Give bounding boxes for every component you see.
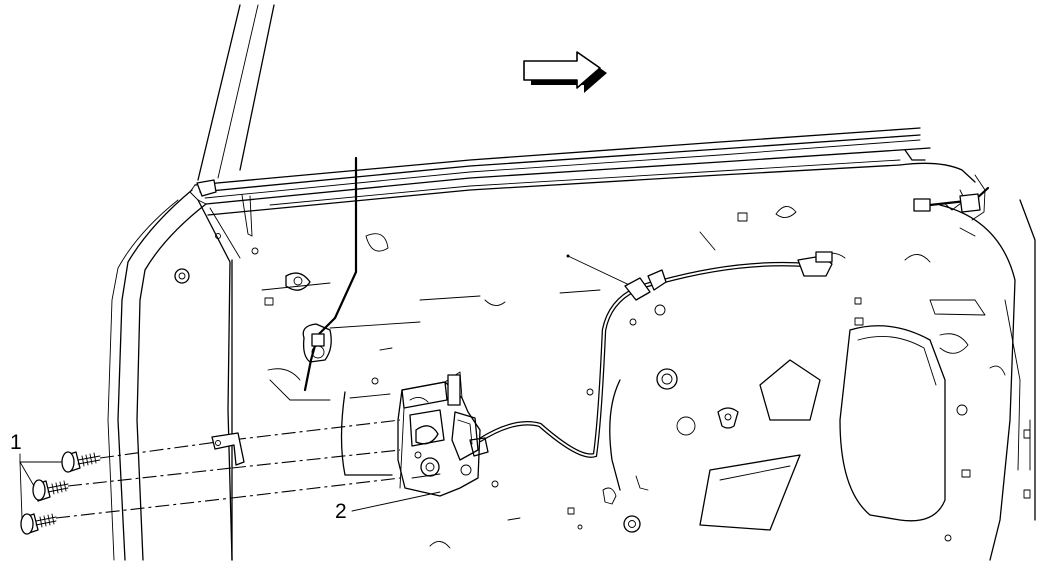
window-pillar	[197, 4, 275, 181]
callout-label-2: 2	[335, 500, 347, 523]
callout-1: 1	[10, 431, 63, 519]
bolt-top	[61, 451, 101, 473]
door-frame	[107, 189, 241, 561]
bolt-bottom	[20, 513, 57, 535]
belt-channel	[189, 127, 976, 237]
outside-handle-rod	[302, 156, 358, 392]
wiring-harness	[913, 174, 990, 221]
mounting-bracket	[211, 432, 245, 466]
inner-panel	[231, 199, 1036, 561]
callout-2: 2	[335, 491, 441, 523]
bolt-middle	[32, 479, 69, 502]
right-arrow-icon	[523, 51, 607, 93]
door-latch-assembly	[397, 371, 489, 497]
inside-release-cable	[477, 251, 833, 458]
callout-label-1: 1	[10, 431, 22, 454]
alignment-lines	[55, 419, 401, 519]
panel-holes	[174, 189, 1006, 549]
bolts	[20, 451, 101, 535]
